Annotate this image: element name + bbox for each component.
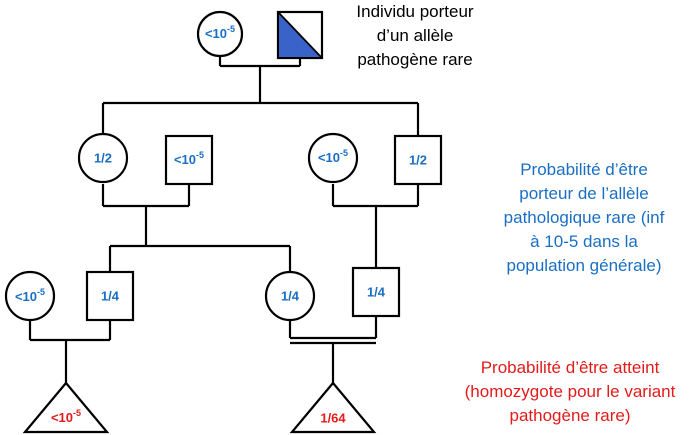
carrier-legend-line: d’un allèle (376, 26, 454, 45)
probability-legend-line: pathologique rare (inf (503, 208, 665, 227)
male-gen3-left-label: 1/4 (101, 288, 120, 303)
child-triangle-consanguineous (289, 381, 377, 434)
carrier-probability-legend: Probabilité d’être porteur de l’allèle p… (468, 158, 700, 278)
affected-legend-line: (homozygote pour le variant (464, 382, 676, 401)
female-gen1-label: <10-5 (205, 24, 235, 41)
female-gen3-cousin-label: 1/4 (281, 288, 300, 303)
female-gen3-cousin (264, 270, 316, 322)
carrier-legend-line: Individu porteur (356, 2, 474, 21)
female-gen2-left (77, 132, 129, 184)
child-consanguineous-label: 1/64 (320, 410, 346, 425)
probability-legend-line: à 10-5 dans la (530, 232, 638, 251)
female-gen2-spouse-label: <10-5 (318, 148, 348, 165)
affected-legend-line: Probabilité d’être atteint (480, 358, 660, 377)
child-left-label: <10-5 (51, 408, 81, 425)
probability-legend-line: Probabilité d’être (520, 160, 648, 179)
male-gen3-left (85, 270, 135, 322)
female-gen3-spouse-label: <10-5 (15, 287, 45, 304)
male-gen2-right (393, 134, 443, 186)
probability-legend-line: population générale) (506, 256, 662, 275)
female-gen1 (196, 10, 244, 58)
child-triangle-left (22, 381, 110, 434)
female-gen3-spouse (4, 270, 56, 322)
male-gen3-cousin (351, 266, 401, 318)
male-gen3-cousin-label: 1/4 (367, 284, 386, 299)
probability-legend-line: porteur de l’allèle (519, 184, 649, 203)
male-gen2-right-label: 1/2 (409, 152, 427, 167)
carrier-legend-line: pathogène rare (357, 50, 473, 69)
affected-probability-legend: Probabilité d’être atteint (homozygote p… (440, 356, 700, 428)
female-gen2-spouse (307, 132, 359, 184)
carrier-legend: Individu porteur d’un allèle pathogène r… (330, 0, 500, 72)
female-gen2-left-label: 1/2 (94, 150, 112, 165)
male-gen2-spouse (164, 134, 214, 186)
male-gen2-spouse-label: <10-5 (174, 150, 204, 167)
affected-legend-line: pathogène rare) (509, 406, 631, 425)
carrier-male-gen1 (276, 10, 324, 60)
